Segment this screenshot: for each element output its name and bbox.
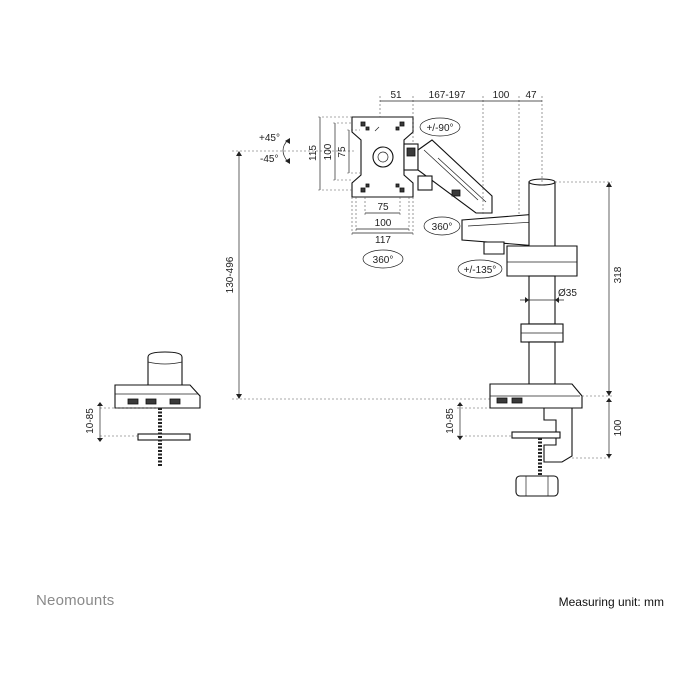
clamp-detail-illustration xyxy=(97,351,201,466)
arm-rotation-label: +/-135° xyxy=(464,265,497,276)
vesa-height-75-label: 75 xyxy=(337,146,348,158)
pole-diameter-label: Ø35 xyxy=(558,288,577,299)
brand-logo-text: Neomounts xyxy=(36,592,115,609)
top-dim-100-label: 100 xyxy=(493,90,510,101)
clamp-range-detail-label: 10-85 xyxy=(85,408,96,434)
vesa-height-100-label: 100 xyxy=(323,143,334,160)
head-rotation-label: 360° xyxy=(432,222,453,233)
vesa-width-117-label: 117 xyxy=(375,235,391,246)
top-dim-51-label: 51 xyxy=(390,90,402,101)
swivel-rotation-label: +/-90° xyxy=(426,123,453,134)
plate-rotation-indicator xyxy=(362,249,404,269)
total-height-label: 130-496 xyxy=(225,256,236,293)
vesa-plate xyxy=(351,116,414,198)
top-dim-167-197-label: 167-197 xyxy=(429,90,466,101)
tilt-down-label: -45° xyxy=(260,154,278,165)
clamp-range-main-label: 10-85 xyxy=(445,408,456,434)
plate-rotation-label: 360° xyxy=(373,255,394,266)
measuring-unit-note: Measuring unit: mm xyxy=(558,595,664,609)
top-dim-47-label: 47 xyxy=(525,90,537,101)
clamp-height-label: 100 xyxy=(613,419,624,436)
tilt-up-label: +45° xyxy=(259,133,280,144)
vesa-width-100-label: 100 xyxy=(375,218,392,229)
vesa-width-75-label: 75 xyxy=(377,202,389,213)
gas-spring-arm xyxy=(403,139,539,255)
vesa-height-115-label: 115 xyxy=(308,145,319,161)
pole-height-label: 318 xyxy=(613,266,624,283)
arm-rotation-indicator xyxy=(457,259,503,279)
mounting-pole xyxy=(489,178,583,497)
swivel-rotation-indicator xyxy=(419,117,461,137)
head-rotation-indicator xyxy=(423,216,461,236)
